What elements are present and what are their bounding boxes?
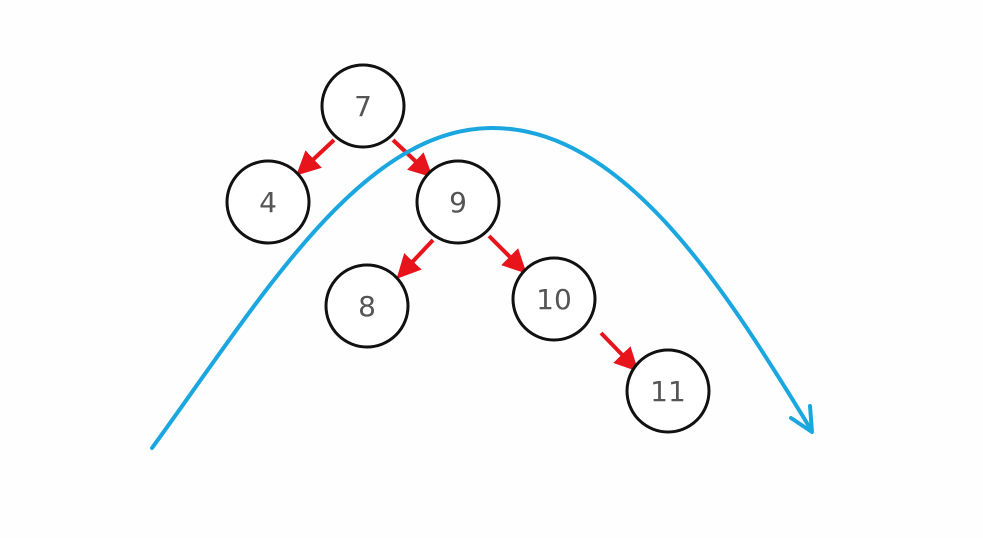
node-label: 8	[358, 290, 376, 323]
node-9: 9	[415, 159, 501, 245]
edge-7-9	[391, 138, 433, 178]
node-label: 10	[536, 283, 572, 316]
node-4: 4	[225, 159, 311, 245]
edge-9-8	[396, 238, 435, 279]
traversal-arrow	[150, 125, 814, 450]
edge-10-11	[599, 331, 639, 372]
arrow-head-icon	[789, 404, 814, 434]
edge-7-4	[296, 138, 336, 176]
node-11: 11	[625, 348, 711, 434]
edge-9-10	[487, 234, 527, 274]
node-label: 4	[259, 186, 277, 219]
tree-edges	[296, 138, 639, 372]
node-label: 11	[650, 375, 686, 408]
node-label: 7	[354, 90, 372, 123]
node-label: 9	[449, 186, 467, 219]
traversal-curve	[150, 125, 812, 450]
node-8: 8	[324, 263, 410, 349]
node-7: 7	[320, 63, 406, 149]
node-10: 10	[511, 256, 597, 342]
tree-nodes: 7 4 9 8 10 11	[225, 63, 711, 434]
